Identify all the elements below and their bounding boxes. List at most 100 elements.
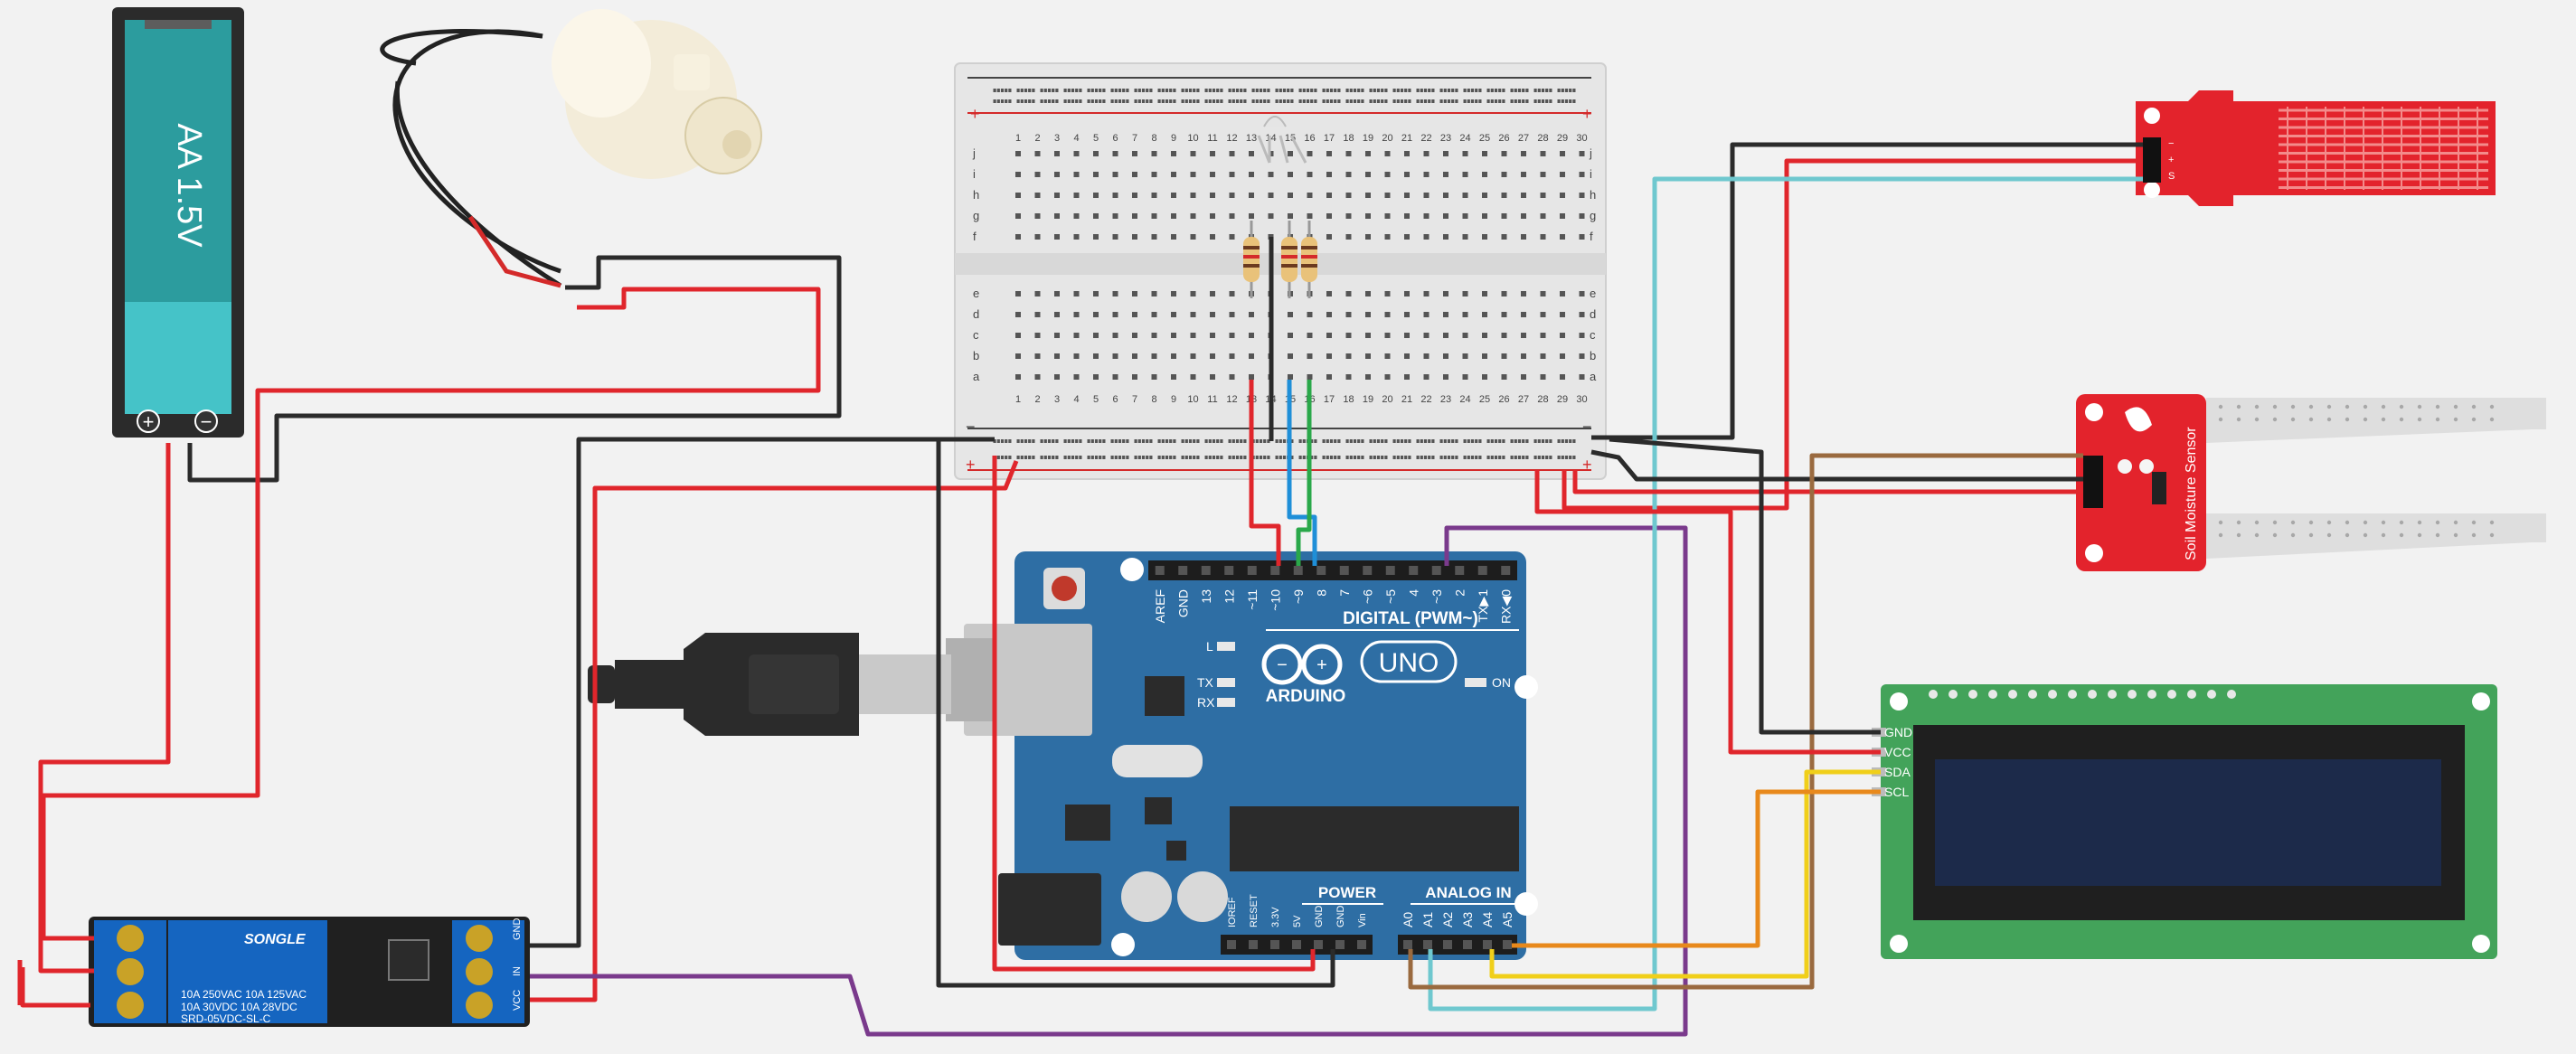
bb-hole[interactable] — [1171, 353, 1176, 359]
bb-hole[interactable] — [1521, 333, 1526, 338]
digital-pin[interactable] — [1363, 566, 1373, 575]
bb-hole[interactable] — [1307, 374, 1313, 380]
bb-hole[interactable] — [1171, 374, 1176, 380]
digital-pin[interactable] — [1477, 566, 1487, 575]
bb-hole[interactable] — [1249, 374, 1254, 380]
bb-rail-hole[interactable] — [1522, 99, 1525, 103]
bb-hole[interactable] — [1345, 291, 1352, 296]
bb-hole[interactable] — [1015, 312, 1021, 317]
bb-rail-hole[interactable] — [1196, 439, 1200, 443]
bb-rail-hole[interactable] — [1498, 99, 1502, 103]
bb-hole[interactable] — [1015, 172, 1021, 177]
bb-hole[interactable] — [1521, 151, 1526, 156]
bb-rail-hole[interactable] — [1569, 99, 1572, 103]
bb-rail-hole[interactable] — [1463, 99, 1467, 103]
bb-rail-hole[interactable] — [1005, 99, 1008, 103]
bb-hole[interactable] — [1384, 312, 1391, 317]
soil-moisture-sensor[interactable]: Soil Moisture Sensor — [2076, 394, 2546, 571]
bb-rail-hole[interactable] — [1381, 89, 1384, 92]
bb-rail-hole[interactable] — [1404, 439, 1408, 443]
bb-hole[interactable] — [1501, 213, 1507, 219]
bb-hole[interactable] — [1171, 234, 1176, 240]
bb-hole[interactable] — [1365, 193, 1371, 198]
bb-rail-hole[interactable] — [1533, 439, 1537, 443]
bb-rail-hole[interactable] — [1087, 89, 1090, 92]
bb-rail-hole[interactable] — [1400, 89, 1404, 92]
bb-rail-hole[interactable] — [1028, 439, 1032, 443]
bb-rail-hole[interactable] — [1502, 456, 1505, 459]
bb-rail-hole[interactable] — [1141, 456, 1146, 459]
bb-rail-hole[interactable] — [1428, 439, 1431, 443]
bb-rail-hole[interactable] — [1463, 456, 1467, 459]
bb-rail-hole[interactable] — [1161, 99, 1165, 103]
resistor-2[interactable] — [1281, 221, 1297, 298]
bb-hole[interactable] — [1249, 151, 1254, 156]
bb-rail-hole[interactable] — [1302, 456, 1306, 459]
bb-rail-hole[interactable] — [1047, 89, 1052, 92]
bb-rail-hole[interactable] — [1259, 439, 1263, 443]
bb-rail-hole[interactable] — [1373, 89, 1376, 92]
bb-rail-hole[interactable] — [1102, 99, 1106, 103]
bb-rail-hole[interactable] — [1337, 456, 1341, 459]
bb-rail-hole[interactable] — [1161, 89, 1165, 92]
bb-hole[interactable] — [1171, 193, 1176, 198]
wire-lcd-scl[interactable] — [1512, 789, 1881, 948]
bb-hole[interactable] — [1288, 193, 1293, 198]
bb-rail-hole[interactable] — [1572, 99, 1576, 103]
bb-rail-hole[interactable] — [1122, 89, 1126, 92]
bb-rail-hole[interactable] — [1208, 456, 1212, 459]
bb-rail-hole[interactable] — [1055, 89, 1059, 92]
bb-rail-hole[interactable] — [1545, 99, 1549, 103]
bb-hole[interactable] — [1015, 374, 1021, 380]
bb-rail-hole[interactable] — [1220, 89, 1223, 92]
bb-rail-hole[interactable] — [1545, 439, 1549, 443]
bb-hole[interactable] — [1034, 213, 1041, 219]
bb-rail-hole[interactable] — [1428, 89, 1431, 92]
bb-rail-hole[interactable] — [1220, 99, 1223, 103]
bb-hole[interactable] — [1443, 172, 1448, 177]
bb-rail-hole[interactable] — [1357, 99, 1361, 103]
bb-hole[interactable] — [1015, 151, 1021, 156]
bb-hole[interactable] — [1229, 333, 1235, 338]
bb-rail-hole[interactable] — [1561, 456, 1564, 459]
bb-hole[interactable] — [1132, 374, 1137, 380]
bb-rail-hole[interactable] — [1118, 456, 1122, 459]
bb-rail-hole[interactable] — [1572, 439, 1576, 443]
bb-rail-hole[interactable] — [1204, 99, 1208, 103]
bb-rail-hole[interactable] — [1079, 89, 1082, 92]
bb-hole[interactable] — [1579, 374, 1585, 380]
bb-hole[interactable] — [1073, 213, 1080, 219]
bb-rail-hole[interactable] — [1243, 89, 1247, 92]
bb-rail-hole[interactable] — [993, 89, 996, 92]
bb-hole[interactable] — [1326, 213, 1332, 219]
bb-rail-hole[interactable] — [1240, 99, 1243, 103]
bb-rail-hole[interactable] — [1137, 99, 1141, 103]
bb-rail-hole[interactable] — [1173, 439, 1176, 443]
bb-rail-hole[interactable] — [1032, 99, 1035, 103]
bb-rail-hole[interactable] — [1282, 456, 1287, 459]
bb-hole[interactable] — [1579, 234, 1585, 240]
bb-rail-hole[interactable] — [1024, 89, 1028, 92]
bb-rail-hole[interactable] — [1290, 89, 1294, 92]
bb-hole[interactable] — [1443, 291, 1448, 296]
wire-relay-in[interactable] — [530, 525, 1688, 1037]
bb-rail-hole[interactable] — [1028, 99, 1032, 103]
bb-hole[interactable] — [1054, 193, 1060, 198]
bb-rail-hole[interactable] — [1376, 89, 1381, 92]
bb-rail-hole[interactable] — [1439, 89, 1443, 92]
bb-rail-hole[interactable] — [1067, 439, 1071, 443]
bb-rail-hole[interactable] — [1537, 99, 1541, 103]
bb-hole[interactable] — [1540, 234, 1546, 240]
bb-hole[interactable] — [1560, 213, 1565, 219]
bb-rail-hole[interactable] — [1314, 89, 1317, 92]
bb-hole[interactable] — [1034, 291, 1041, 296]
bb-hole[interactable] — [1462, 234, 1468, 240]
bb-rail-hole[interactable] — [1047, 439, 1052, 443]
bb-hole[interactable] — [1093, 291, 1099, 296]
bb-hole[interactable] — [1482, 213, 1487, 219]
bb-rail-hole[interactable] — [1302, 89, 1306, 92]
bb-rail-hole[interactable] — [1040, 439, 1043, 443]
bb-hole[interactable] — [1404, 374, 1410, 380]
bb-hole[interactable] — [1482, 312, 1487, 317]
bb-rail-hole[interactable] — [1204, 456, 1208, 459]
